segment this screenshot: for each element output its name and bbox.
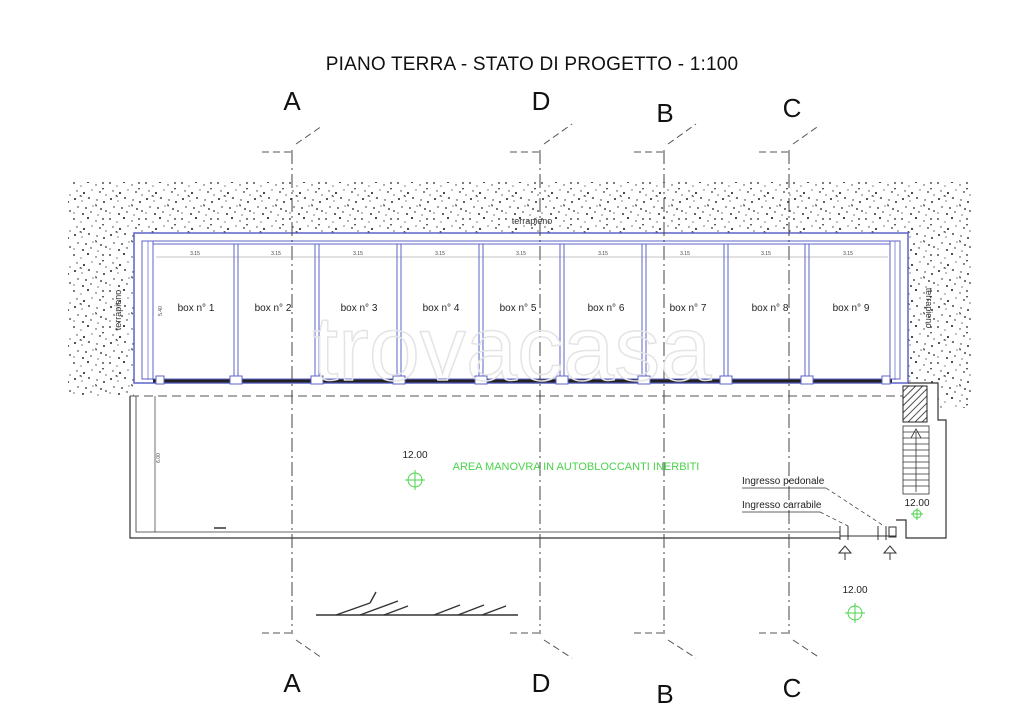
- dim-box-depth: 5.40: [158, 306, 164, 316]
- entrance-gates: [839, 526, 897, 540]
- dim-area-depth: 6.00: [156, 453, 162, 463]
- dim-box-2: 3.15: [271, 251, 281, 257]
- box-label-2: box n° 2: [255, 303, 292, 314]
- section-lines: [291, 150, 790, 634]
- dim-box-9: 3.15: [843, 251, 853, 257]
- dim-box-1: 3.15: [190, 251, 200, 257]
- hatched-block: [902, 385, 928, 423]
- dim-box-3: 3.15: [353, 251, 363, 257]
- level-crosshair-center: [405, 470, 425, 490]
- dim-box-6: 3.15: [598, 251, 608, 257]
- box-label-3: box n° 3: [341, 303, 378, 314]
- maneuver-area-label: AREA MANOVRA IN AUTOBLOCCANTI INERBITI: [453, 461, 700, 473]
- section-label-d-bottom: D: [532, 668, 551, 698]
- section-label-d-top: D: [532, 86, 551, 116]
- boxes-inner-wall: [141, 240, 901, 380]
- box-label-7: box n° 7: [670, 303, 707, 314]
- box-label-4: box n° 4: [423, 303, 460, 314]
- dim-box-5: 3.15: [516, 251, 526, 257]
- box-partitions: [233, 244, 810, 380]
- dim-box-8: 3.15: [761, 251, 771, 257]
- dim-box-7: 3.15: [680, 251, 690, 257]
- box-label-1: box n° 1: [178, 303, 215, 314]
- drawing-title: PIANO TERRA - STATO DI PROGETTO - 1:100: [326, 54, 739, 75]
- maneuver-area-outline: [129, 396, 840, 539]
- terrapieno-left: terrapieno: [113, 290, 123, 331]
- ingresso-pedonale-label: Ingresso pedonale: [742, 476, 825, 487]
- level-crosshair-outside: [845, 603, 865, 623]
- section-label-a-bottom: A: [283, 668, 301, 698]
- level-outside: 12.00: [842, 585, 867, 596]
- level-center: 12.00: [402, 450, 427, 461]
- embankment-hatch: [68, 182, 972, 408]
- watermark: trovacasa: [313, 298, 713, 400]
- entrance-arrows: [837, 545, 898, 560]
- terrapieno-top: terrapieno: [512, 216, 553, 226]
- entry-wall: [896, 382, 947, 539]
- stair: [902, 425, 930, 495]
- section-label-c-top: C: [783, 93, 802, 123]
- box-label-8: box n° 8: [752, 303, 789, 314]
- section-label-b-bottom: B: [656, 679, 673, 709]
- north-arrow-mark: [316, 591, 518, 616]
- door-pillars: [155, 375, 891, 385]
- terrapieno-right: terrapieno: [924, 288, 934, 329]
- box-label-9: box n° 9: [833, 303, 870, 314]
- section-markers: [262, 123, 821, 659]
- box-label-5: box n° 5: [500, 303, 537, 314]
- level-entry: 12.00: [904, 498, 929, 509]
- box-label-6: box n° 6: [588, 303, 625, 314]
- dim-box-4: 3.15: [435, 251, 445, 257]
- ingresso-carrabile-label: Ingresso carrabile: [742, 500, 822, 511]
- level-crosshair-entry: [911, 508, 923, 520]
- section-label-c-bottom: C: [783, 673, 802, 703]
- section-label-a-top: A: [283, 86, 301, 116]
- section-label-b-top: B: [656, 98, 673, 128]
- boxes-outer-wall: [133, 232, 909, 384]
